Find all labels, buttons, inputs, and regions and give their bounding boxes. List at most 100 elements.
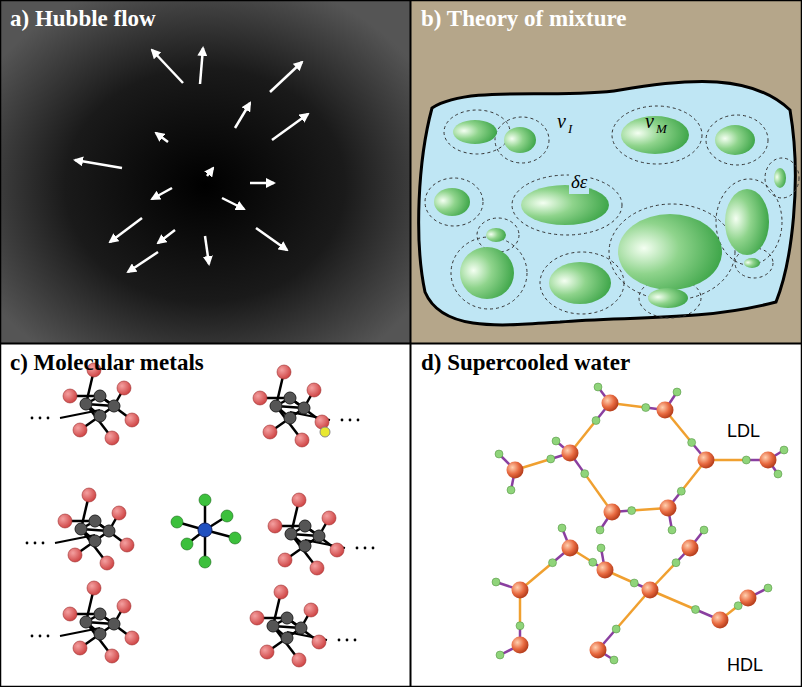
carbon-atom [281, 612, 293, 624]
hydrogen-atom [495, 450, 503, 458]
velocity-arrow [207, 168, 213, 176]
oxygen-atom [740, 590, 757, 607]
oxygen-atom [58, 514, 72, 528]
carbon-atom [94, 608, 106, 620]
continuation-dot [349, 419, 352, 422]
carbon-atom [94, 628, 106, 640]
hydrogen-atom [764, 584, 772, 592]
velocity-arrow [250, 182, 274, 185]
oxygen-atom [642, 582, 659, 599]
hydrogen-atom [612, 625, 620, 633]
panel-title: b) Theory of mixture [421, 6, 627, 32]
hydrogen-atom [742, 456, 750, 464]
donor-molecule [26, 488, 134, 570]
oxygen-atom [277, 365, 291, 379]
hydrogen-atom [673, 388, 681, 396]
oxygen-atom [310, 561, 324, 575]
oxygen-atom [87, 581, 101, 595]
metal-atom [198, 523, 212, 537]
hydrogen-atom [677, 487, 685, 495]
oxygen-atom [63, 389, 77, 403]
minority-domain [744, 258, 760, 268]
oxygen-atom [68, 548, 82, 562]
continuation-dot [372, 547, 375, 550]
hydrogen-atom [700, 526, 708, 534]
oxygen-atom [105, 649, 119, 663]
hydrogen-atom [594, 383, 602, 391]
minority-domain [486, 228, 506, 242]
hydrogen-atom [496, 651, 504, 659]
carbon-atom [89, 535, 101, 547]
oxygen-atom [760, 452, 777, 469]
oxygen-atom [125, 413, 139, 427]
hydrogen-atom [507, 486, 515, 494]
oxygen-atom [73, 423, 87, 437]
velocity-arrow [158, 230, 175, 243]
velocity-arrow [75, 160, 122, 168]
hydrogen-atom [516, 622, 524, 630]
figure-panel: d) Supercooled water [411, 344, 802, 687]
hydrogen-atom [558, 524, 566, 532]
interface-boundary [540, 252, 624, 314]
figure-panel: b) Theory of mixture [411, 0, 802, 343]
oxygen-atom [597, 562, 614, 579]
carbon-atom [108, 400, 120, 412]
carbon-atom [284, 412, 296, 424]
oxygen-atom [274, 585, 288, 599]
volume-symbol: v [645, 110, 654, 133]
velocity-arrow [152, 50, 183, 83]
velocity-arrow [128, 252, 158, 272]
oxygen-atom [82, 488, 96, 502]
oxygen-atom [73, 641, 87, 655]
minority-domain [549, 262, 611, 304]
hydrogen-atom [780, 446, 788, 454]
continuation-dot [341, 419, 344, 422]
panel-b-art [411, 0, 802, 343]
oxygen-atom [268, 519, 282, 533]
continuation-dot [39, 417, 42, 420]
donor-molecule [31, 363, 139, 445]
oxygen-atom [63, 607, 77, 621]
continuation-dot [47, 417, 50, 420]
hydrogen-atom [692, 606, 700, 614]
oxygen-atom [512, 637, 529, 654]
panel-title: d) Supercooled water [421, 350, 630, 376]
figure-panel: a) Hubble flow [0, 0, 410, 343]
hydrogen-atom [549, 559, 557, 567]
donor-molecule [268, 493, 374, 575]
hydrogen-atom [552, 437, 560, 445]
minority-domain [453, 120, 497, 144]
hydrogen-atom [592, 417, 600, 425]
oxygen-atom [292, 653, 306, 667]
oxygen-atom [507, 462, 524, 479]
donor-molecule [253, 365, 359, 447]
minority-domain [621, 116, 689, 154]
oxygen-atom [105, 431, 119, 445]
oxygen-atom [307, 383, 321, 397]
hydrogen-atom [668, 526, 676, 534]
oxygen-atom [112, 506, 126, 520]
mixture-outline [419, 81, 796, 324]
carbon-atom [108, 618, 120, 630]
panel-c-art [0, 344, 410, 687]
minority-domain [434, 188, 470, 216]
carbon-atom [270, 400, 282, 412]
carbon-atom [94, 390, 106, 402]
oxygen-atom [330, 543, 344, 557]
velocity-arrow [110, 218, 142, 242]
oxygen-atom [250, 611, 264, 625]
continuation-dot [338, 639, 341, 642]
hydrogen-atom [581, 470, 589, 478]
oxygen-atom [278, 553, 292, 567]
oxygen-atom [660, 500, 677, 517]
oxygen-atom [602, 395, 619, 412]
minority-domain [648, 288, 688, 308]
panel-d-art [411, 344, 802, 687]
continuation-dot [354, 639, 357, 642]
hydrogen-atom [734, 602, 742, 610]
halogen-atom [181, 538, 193, 550]
continuation-dot [364, 547, 367, 550]
oxygen-atom [312, 635, 326, 649]
